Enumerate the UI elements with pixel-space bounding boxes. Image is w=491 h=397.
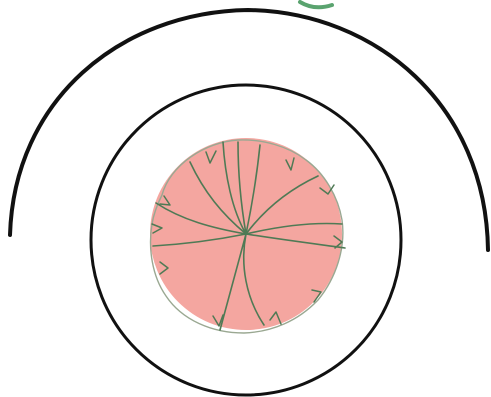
diagram-canvas bbox=[0, 0, 491, 397]
diagram-svg bbox=[0, 0, 491, 397]
